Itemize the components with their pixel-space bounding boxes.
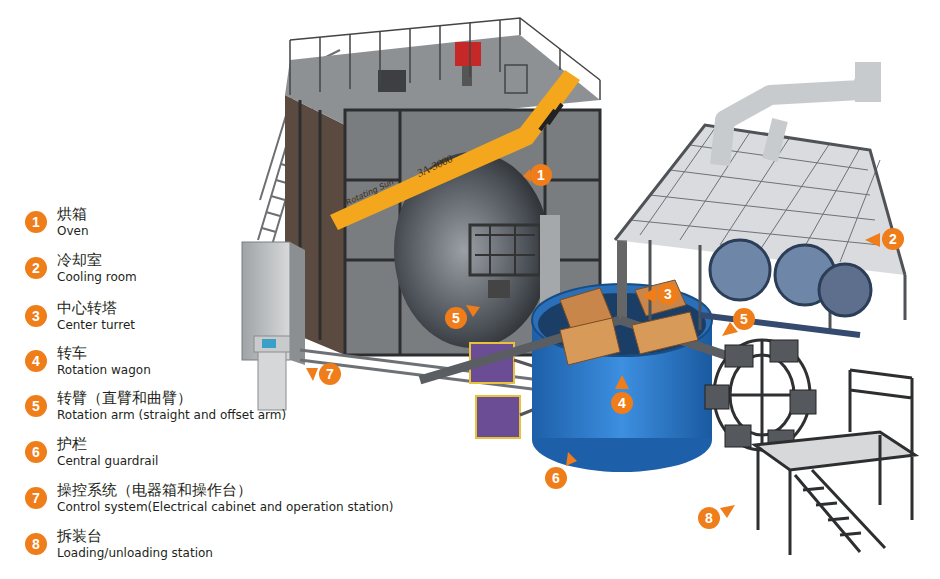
part-name-zh: 转车	[57, 345, 87, 362]
part-name-zh: 操控系统（电器箱和操作台）	[57, 482, 252, 499]
number-text: 1	[32, 215, 40, 229]
part-name-en: Rotation wagon	[57, 364, 151, 377]
callout-number: 4	[611, 392, 633, 414]
number-text: 5	[452, 311, 460, 325]
part-name-zh: 护栏	[57, 436, 87, 453]
part-name-en: Loading/unloading station	[57, 547, 213, 560]
callout-number: 6	[545, 467, 567, 489]
callout-number: 5	[445, 307, 467, 329]
part-name-zh: 烘箱	[57, 206, 87, 223]
part-name-en: Central guardrail	[57, 455, 158, 468]
brand-text: Rotating Sun	[345, 178, 396, 208]
number-text: 7	[32, 491, 40, 505]
part-name-en: Control system(Electrical cabinet and op…	[57, 501, 393, 514]
number-text: 6	[552, 471, 560, 485]
callout-number: 7	[319, 363, 341, 385]
callout-number: 6	[25, 441, 47, 463]
callout-number: 4	[25, 350, 47, 372]
number-text: 2	[889, 232, 897, 246]
number-text: 7	[326, 367, 334, 381]
model-text: 3A-3000	[415, 152, 454, 179]
number-text: 4	[32, 354, 40, 368]
callout-number: 7	[25, 487, 47, 509]
callout-number: 2	[882, 228, 904, 250]
part-name-en: Rotation arm (straight and offset arm)	[57, 409, 286, 422]
callout-number: 8	[698, 507, 720, 529]
part-name-zh: 拆装台	[57, 528, 102, 545]
callout-number: 2	[25, 257, 47, 279]
number-text: 4	[618, 396, 626, 410]
callout-number: 1	[25, 211, 47, 233]
number-text: 8	[32, 537, 40, 551]
part-name-en: Center turret	[57, 319, 135, 332]
part-name-en: Cooling room	[57, 271, 137, 284]
callout-number: 1	[530, 164, 552, 186]
callout-number: 5	[25, 395, 47, 417]
number-text: 3	[664, 287, 672, 301]
number-text: 1	[537, 168, 545, 182]
callout-number: 8	[25, 533, 47, 555]
callout-number: 3	[657, 283, 679, 305]
callout-number: 5	[733, 308, 755, 330]
number-text: 6	[32, 445, 40, 459]
number-text: 5	[740, 312, 748, 326]
part-name-zh: 转臂（直臂和曲臂）	[57, 390, 192, 407]
number-text: 5	[32, 399, 40, 413]
callout-number: 3	[25, 305, 47, 327]
number-text: 3	[32, 309, 40, 323]
number-text: 8	[705, 511, 713, 525]
number-text: 2	[32, 261, 40, 275]
part-name-zh: 中心转塔	[57, 300, 117, 317]
part-name-en: Oven	[57, 225, 89, 238]
part-name-zh: 冷却室	[57, 252, 102, 269]
